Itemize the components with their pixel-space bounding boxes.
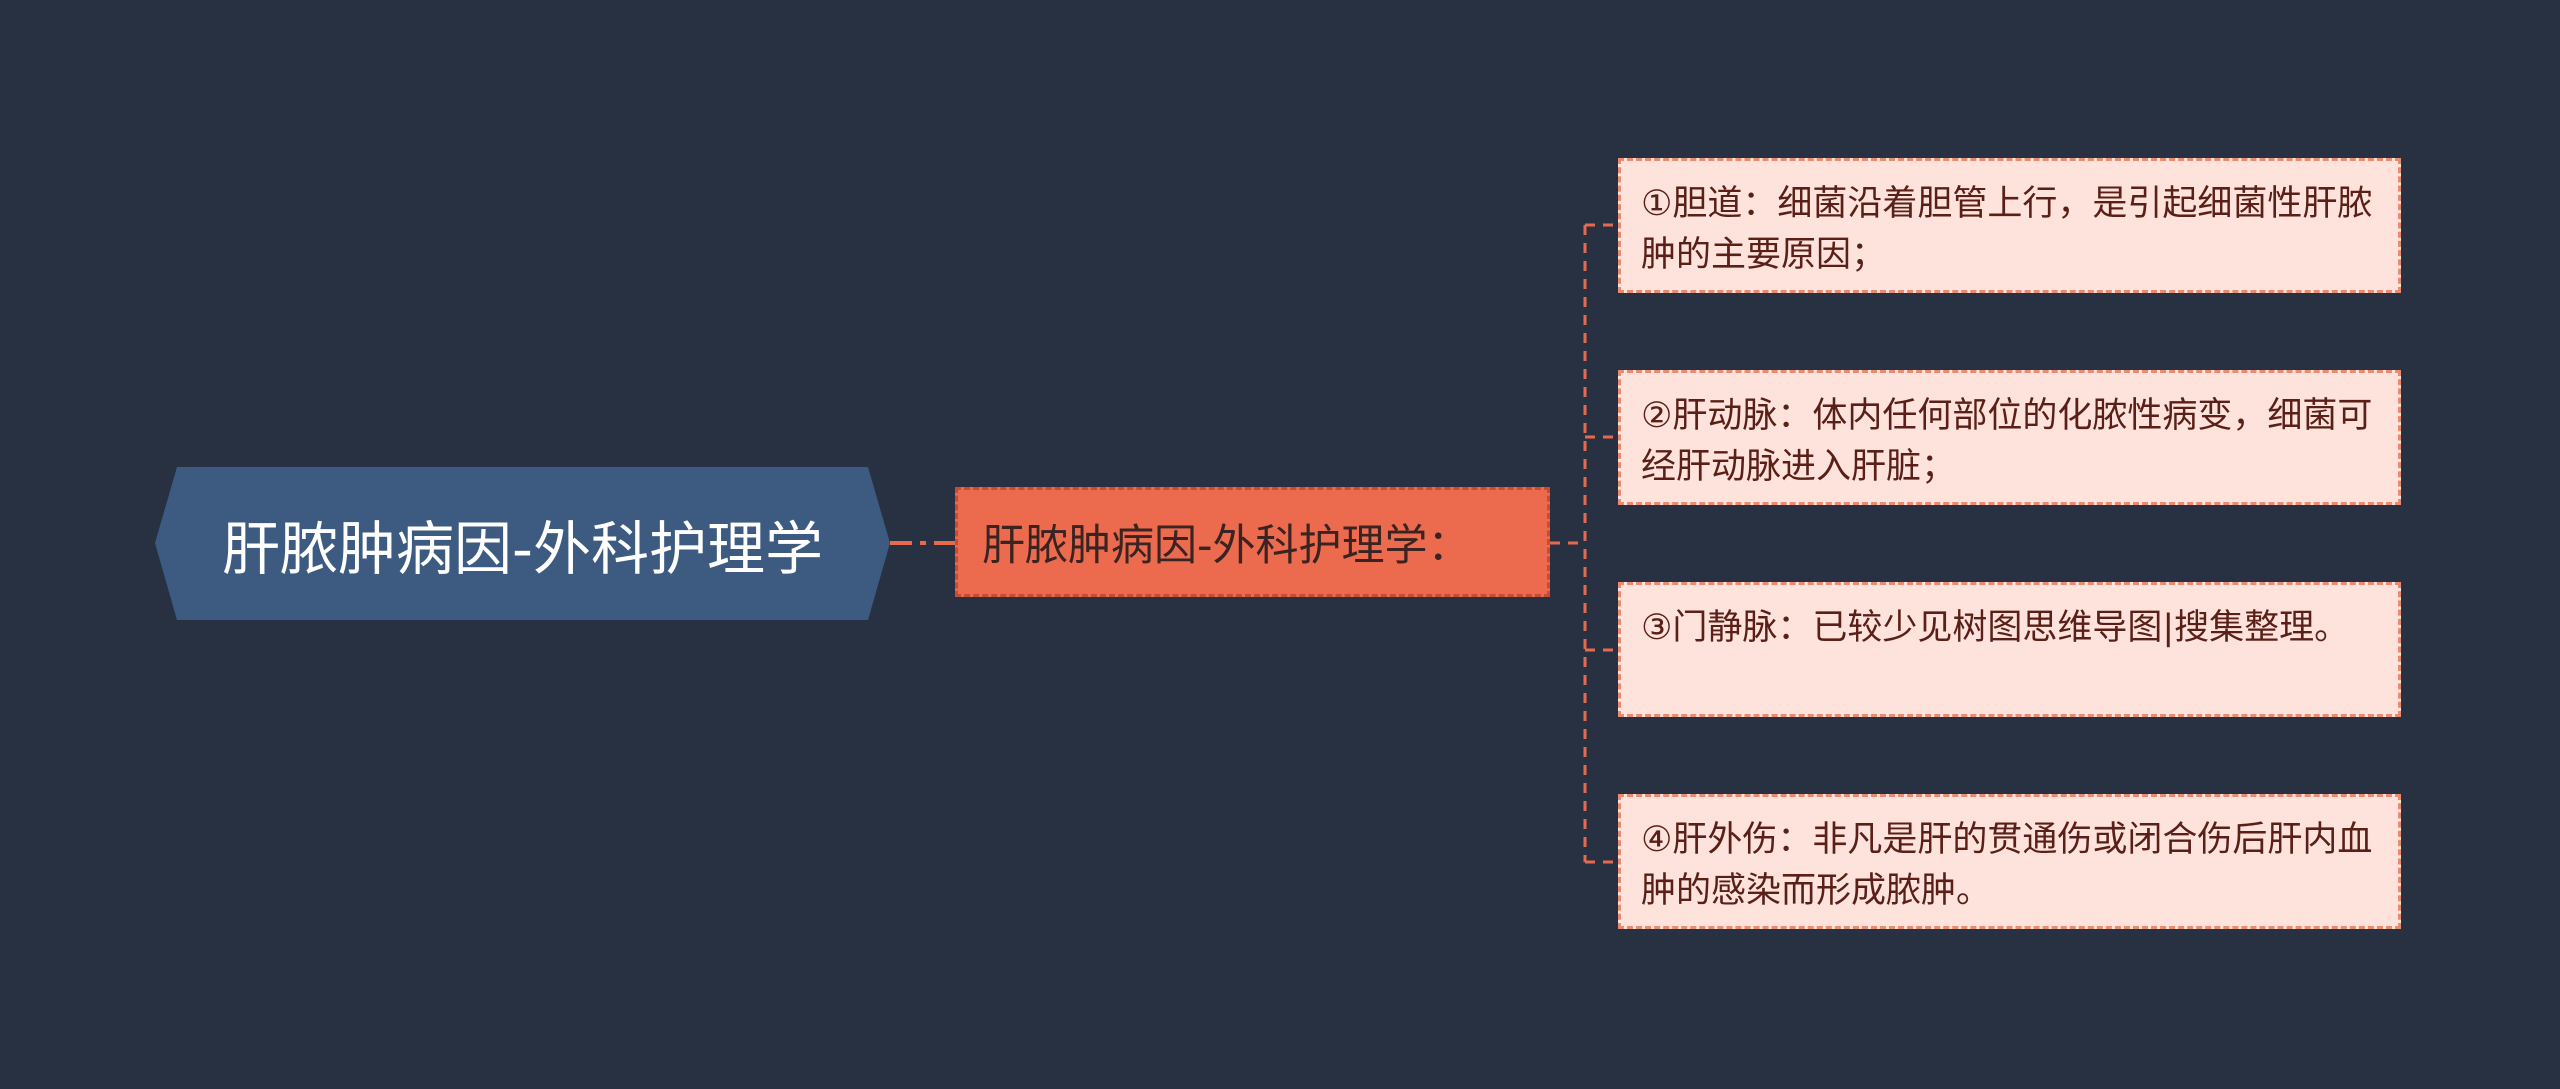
root-topic-node[interactable]: 肝脓肿病因-外科护理学 <box>155 467 890 620</box>
leaf-node-text: ①胆道：细菌沿着胆管上行，是引起细菌性肝脓肿的主要原因； <box>1641 184 2373 275</box>
leaf-node-biliary[interactable]: ①胆道：细菌沿着胆管上行，是引起细菌性肝脓肿的主要原因； <box>1618 158 2401 293</box>
leaf-node-text: ③门静脉：已较少见树图思维导图|搜集整理。 <box>1641 608 2350 648</box>
leaf-node-text: ④肝外伤：非凡是肝的贯通伤或闭合伤后肝内血肿的感染而形成脓肿。 <box>1641 820 2373 911</box>
leaf-node-text: ②肝动脉：体内任何部位的化脓性病变，细菌可经肝动脉进入肝脏； <box>1641 396 2373 487</box>
leaf-node-portal-vein[interactable]: ③门静脉：已较少见树图思维导图|搜集整理。 <box>1618 582 2401 717</box>
leaf-node-hepatic-artery[interactable]: ②肝动脉：体内任何部位的化脓性病变，细菌可经肝动脉进入肝脏； <box>1618 370 2401 505</box>
leaf-node-liver-trauma[interactable]: ④肝外伤：非凡是肝的贯通伤或闭合伤后肝内血肿的感染而形成脓肿。 <box>1618 794 2401 929</box>
branch-topic-node[interactable]: 肝脓肿病因-外科护理学： <box>955 487 1550 597</box>
root-topic-label: 肝脓肿病因-外科护理学 <box>222 514 823 583</box>
branch-topic-label: 肝脓肿病因-外科护理学： <box>982 521 1471 571</box>
